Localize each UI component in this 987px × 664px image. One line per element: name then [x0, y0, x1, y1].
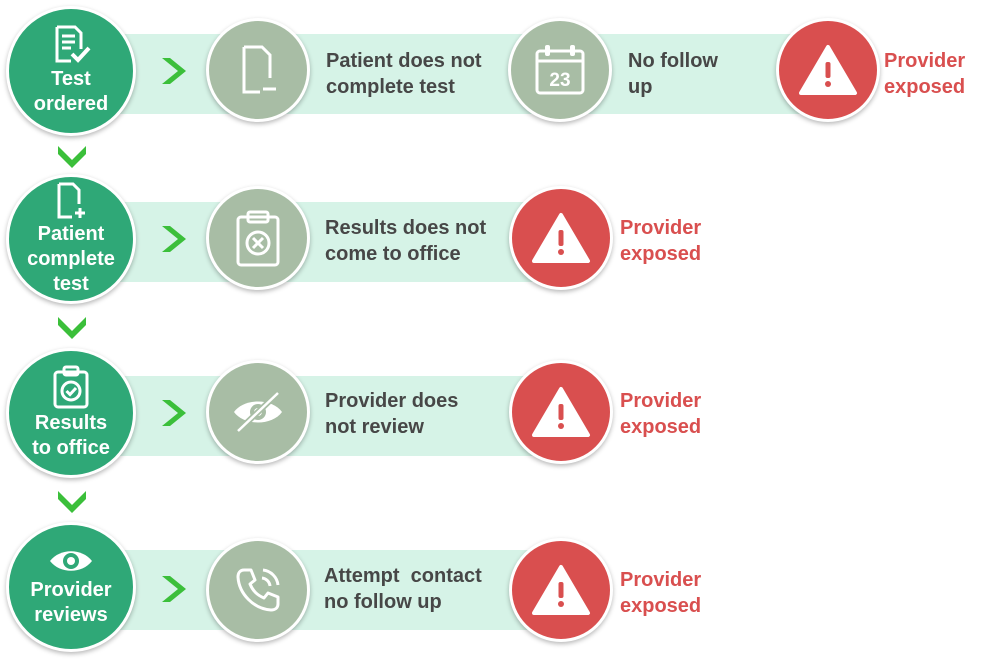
provider-exposed-text: Provider exposed	[620, 390, 702, 438]
warning-icon	[532, 213, 590, 263]
chevron-right-icon	[162, 576, 186, 602]
step-results-not-come	[206, 186, 310, 290]
alert-circle	[509, 360, 613, 464]
row-3-band	[75, 376, 575, 456]
chevron-down-icon	[58, 491, 86, 513]
chevron-right-icon	[162, 58, 186, 84]
step-text: Provider does not review	[325, 390, 459, 438]
row-4-band	[75, 550, 575, 630]
chevron-right-icon	[162, 226, 186, 252]
provider-exposed-text: Provider exposed	[620, 569, 702, 617]
clipboard-check-circle-icon	[53, 365, 89, 409]
document-plus-icon	[57, 182, 85, 218]
eye-off-icon	[234, 390, 282, 434]
phone-ringing-icon	[236, 568, 280, 612]
provider-exposed-text: Provider exposed	[620, 217, 702, 265]
step-provider-not-review	[206, 360, 310, 464]
document-minus-icon	[242, 45, 276, 94]
alert-circle	[509, 186, 613, 290]
stage-patient-complete-test: Patient complete test	[6, 174, 136, 304]
step-no-follow-up: 23	[508, 18, 612, 122]
stage-label: Provider reviews	[30, 579, 112, 626]
warning-icon	[532, 387, 590, 437]
stage-results-to-office: Results to office	[6, 348, 136, 478]
calendar-day-text: 23	[549, 70, 570, 91]
chevron-down-icon	[58, 146, 86, 168]
row-1-band	[75, 34, 855, 114]
warning-icon	[799, 45, 857, 95]
clipboard-check-icon	[55, 25, 91, 63]
step-patient-not-complete	[206, 18, 310, 122]
step-text: Results does not come to office	[325, 217, 487, 265]
eye-icon	[50, 551, 92, 571]
chevron-down-icon	[58, 317, 86, 339]
row-2-band	[75, 202, 575, 282]
step-text: Patient does not complete test	[326, 50, 482, 98]
stage-label: Results to office	[32, 412, 110, 459]
step-attempt-contact	[206, 538, 310, 642]
step-text: Attempt contact no follow up	[324, 565, 482, 613]
chevron-right-icon	[162, 400, 186, 426]
clipboard-x-icon	[236, 210, 280, 267]
alert-circle	[509, 538, 613, 642]
alert-circle	[776, 18, 880, 122]
stage-test-ordered: Test ordered	[6, 6, 136, 136]
warning-icon	[532, 565, 590, 615]
stage-label: Patient complete test	[27, 222, 115, 295]
stage-provider-reviews: Provider reviews	[6, 522, 136, 652]
stage-label: Test ordered	[33, 68, 109, 115]
step-text: No follow up	[628, 50, 718, 98]
provider-exposed-text: Provider exposed	[884, 50, 966, 98]
calendar-icon: 23	[535, 45, 585, 95]
